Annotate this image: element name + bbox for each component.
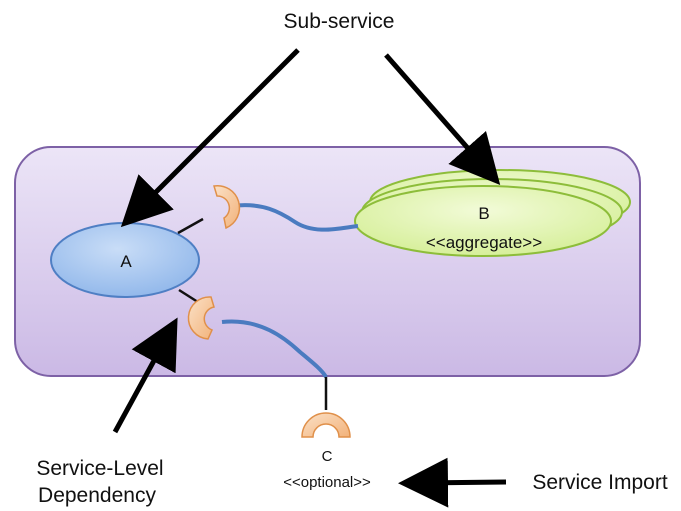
label-sub-service: Sub-service <box>284 10 395 33</box>
node-a-label: A <box>120 252 132 271</box>
socket-c-icon <box>301 412 351 438</box>
node-b-label: B <box>478 204 489 223</box>
node-c-stereotype: <<optional>> <box>283 474 371 491</box>
connector-a-upper <box>177 217 204 235</box>
label-service-import: Service Import <box>532 471 668 494</box>
arrow-sub-service-to-b <box>384 53 501 186</box>
socket-lower-icon <box>187 296 215 340</box>
node-b-stereotype: <<aggregate>> <box>426 233 542 252</box>
wire-socket-to-c <box>221 319 328 379</box>
label-service-level: Service-Level <box>36 457 163 480</box>
arrow-sub-service-to-a <box>120 48 300 228</box>
arrow-dependency-to-socket <box>112 317 178 434</box>
arrow-service-import-to-c <box>398 457 507 508</box>
wire-socket-to-b <box>231 203 359 232</box>
node-c-label: C <box>322 448 333 465</box>
node-b-stack <box>354 169 631 257</box>
socket-upper-icon <box>213 184 241 230</box>
label-dependency: Dependency <box>38 484 156 507</box>
